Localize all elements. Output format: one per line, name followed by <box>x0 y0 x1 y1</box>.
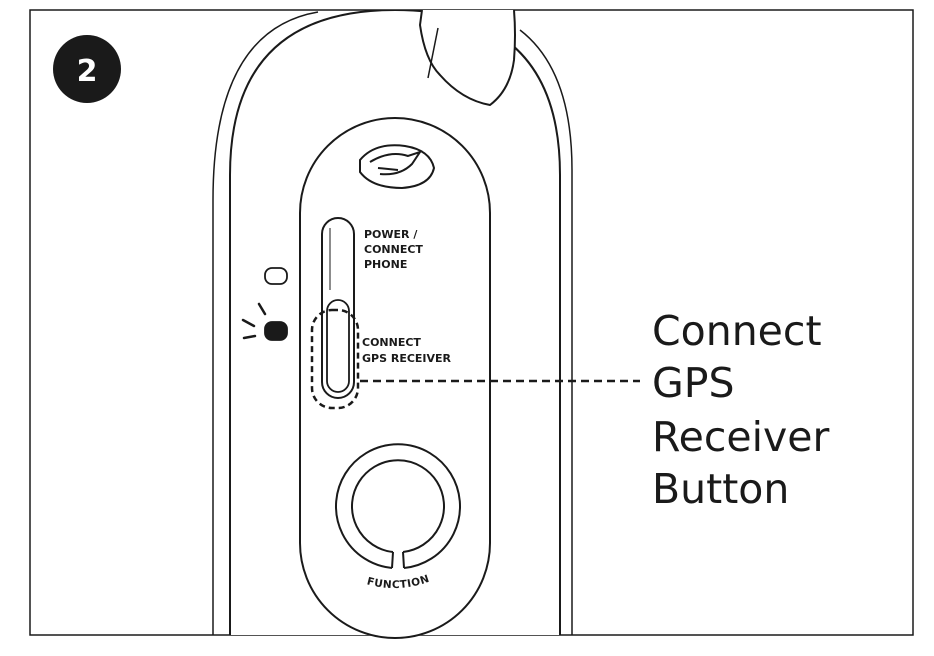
led-top-off-icon <box>264 267 288 285</box>
device-body-inner-edge <box>212 11 319 635</box>
antenna-seam <box>427 27 439 79</box>
device-body-right-edge <box>519 29 573 635</box>
led-bottom-on-icon <box>264 321 288 341</box>
falcon-logo-icon <box>359 144 436 190</box>
device-antenna <box>418 10 516 107</box>
gps-label: CONNECT GPS RECEIVER <box>362 336 452 365</box>
led-blink-rays-icon <box>241 302 267 340</box>
slider-knob[interactable] <box>326 299 350 393</box>
function-button[interactable] <box>335 443 461 569</box>
callout-text: Connect GPS Receiver Button <box>652 307 842 513</box>
step-number: 2 <box>77 54 98 89</box>
step-badge: 2 <box>53 35 121 103</box>
power-label: POWER / CONNECT PHONE <box>364 228 427 271</box>
gps-button-highlight <box>310 308 360 410</box>
